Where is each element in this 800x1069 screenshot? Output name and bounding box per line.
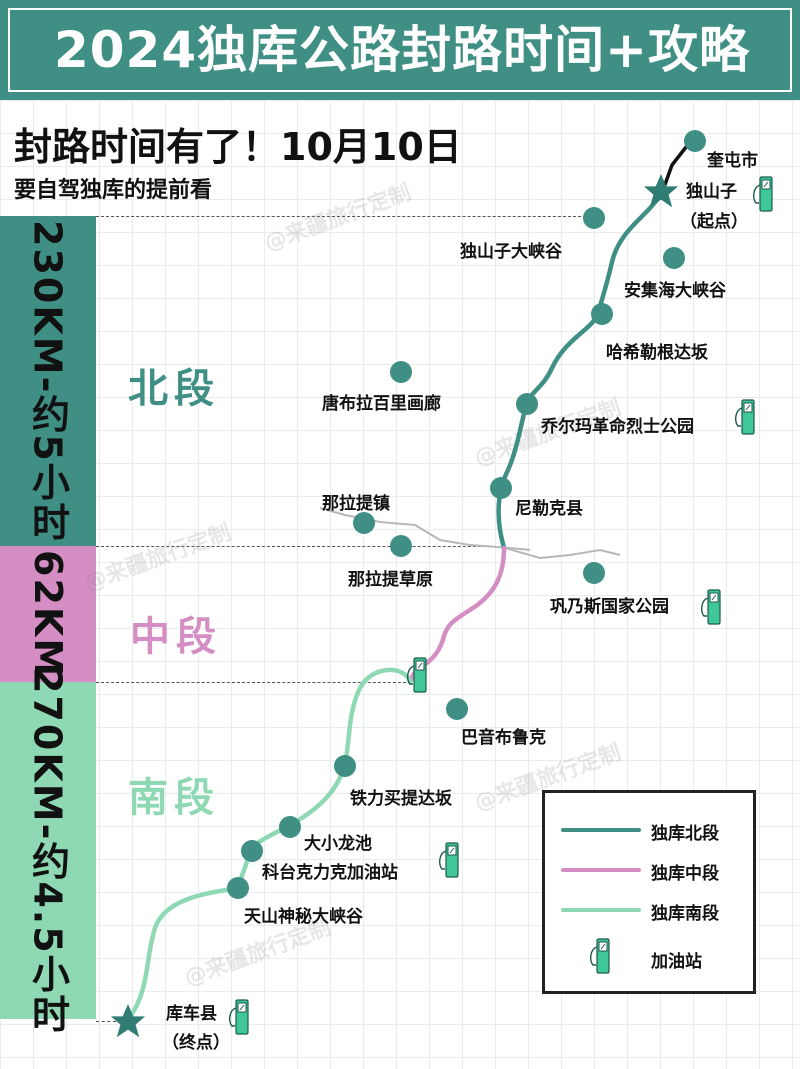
headline: 封路时间有了！10月10日: [14, 125, 462, 169]
kuitun-connector: [661, 140, 692, 192]
label-qiaoerma: 乔尔玛革命烈士公园: [541, 417, 694, 437]
label-nilka: 尼勒克县: [515, 499, 583, 519]
label-dushanzi-start-note: （起点）: [680, 212, 748, 232]
label-kuche-note: （终点）: [162, 1033, 230, 1053]
label-gongnaisi: 巩乃斯国家公园: [550, 597, 669, 617]
label-kuitun: 奎屯市: [707, 151, 758, 171]
label-tianshan-canyon: 天山神秘大峡谷: [244, 907, 363, 927]
legend-row-gas: 加油站: [545, 935, 753, 979]
label-haxilegen: 哈希勒根达坂: [606, 343, 708, 363]
label-kuche: 库车县: [166, 1004, 217, 1024]
legend-row-middle: 独库中段: [545, 855, 753, 885]
start-star-icon: [643, 174, 679, 208]
label-tielimaiti: 铁力买提达坂: [350, 789, 452, 809]
north-side-block: 230KM-约5小时: [0, 216, 96, 546]
legend-row-south: 独库南段: [545, 895, 753, 925]
south-route: [125, 667, 413, 1023]
label-bayinbuluke: 巴音布鲁克: [461, 728, 546, 748]
nilka-marker: [490, 477, 512, 499]
south-side-text-wrap: 270KM-约4.5小时: [0, 667, 96, 1035]
divider-north-middle: [96, 546, 496, 547]
gongnaisi-side-road: [504, 547, 621, 560]
north-distance-text: 230KM-约5小时: [25, 219, 70, 543]
south-segment-name: 南段: [128, 775, 220, 821]
label-dushanzi-canyon: 独山子大峡谷: [460, 242, 562, 262]
dushanzi-canyon-marker: [583, 207, 605, 229]
label-nalati-town: 那拉提镇: [322, 494, 390, 514]
middle-segment-name: 中段: [130, 614, 222, 660]
subline: 要自驾独库的提前看: [14, 178, 213, 203]
label-anjihai: 安集海大峡谷: [624, 281, 726, 301]
legend-gas-label: 加油站: [651, 952, 702, 972]
gas-pump-icon: [406, 657, 427, 693]
kuitun-marker: [684, 130, 706, 152]
middle-side-text-wrap: 62KM: [0, 546, 96, 682]
nalati-grassland-marker: [390, 535, 412, 557]
divider-south-bottom: [96, 1021, 116, 1022]
north-route: [496, 190, 664, 551]
middle-distance-text: 62KM: [26, 549, 70, 679]
nalati-town-marker: [353, 512, 375, 534]
legend-south-swatch: [561, 908, 641, 912]
legend-south-label: 独库南段: [651, 904, 719, 924]
gas-pump-icon: [734, 399, 755, 435]
tielimaiti-marker: [334, 755, 356, 777]
title-frame: 2024独库公路封路时间+攻略: [8, 8, 792, 92]
divider-middle-south: [96, 682, 406, 683]
legend-gas-pump-icon: [589, 938, 610, 974]
label-ketaikeli: 科台克力克加油站: [262, 863, 398, 883]
south-distance-text: 270KM-约4.5小时: [25, 666, 70, 1035]
legend-row-north: 独库北段: [545, 815, 753, 845]
gongnaisi-marker: [583, 562, 605, 584]
divider-north-top: [96, 216, 586, 217]
label-nalati-grassland: 那拉提草原: [348, 570, 433, 590]
legend-middle-label: 独库中段: [651, 864, 719, 884]
middle-side-block: 62KM: [0, 546, 96, 682]
daxiao-longchi-marker: [279, 816, 301, 838]
ketaikeli-marker: [241, 840, 263, 862]
legend-north-swatch: [561, 828, 641, 832]
bayinbuluke-marker: [446, 698, 468, 720]
gas-pump-icon: [438, 842, 459, 878]
north-side-text-wrap: 230KM-约5小时: [0, 216, 96, 546]
qiaoerma-marker: [516, 393, 538, 415]
haxilegen-marker: [591, 303, 613, 325]
gas-pump-icon: [700, 589, 721, 625]
legend-middle-swatch: [561, 868, 641, 872]
label-daxiao-longchi: 大小龙池: [304, 834, 372, 854]
label-tangbula: 唐布拉百里画廊: [322, 394, 441, 414]
legend: 独库北段 独库中段 独库南段 加油站: [542, 790, 756, 994]
tangbula-marker: [390, 361, 412, 383]
title-banner: 2024独库公路封路时间+攻略: [0, 0, 800, 100]
gas-pump-icon: [752, 176, 773, 212]
north-segment-name: 北段: [128, 366, 220, 412]
gas-pump-icon: [228, 999, 249, 1035]
tianshan-canyon-marker: [227, 877, 249, 899]
legend-north-label: 独库北段: [651, 824, 719, 844]
south-side-block: 270KM-约4.5小时: [0, 667, 96, 1035]
label-dushanzi-start: 独山子: [686, 182, 737, 202]
end-star-icon: [110, 1004, 146, 1038]
page-title: 2024独库公路封路时间+攻略: [53, 21, 751, 79]
anjihai-marker: [663, 247, 685, 269]
